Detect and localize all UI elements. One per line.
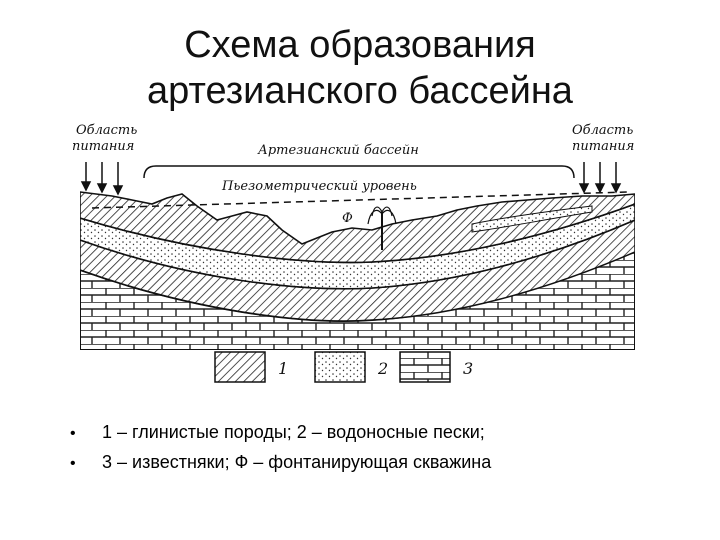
title-line-1: Схема образования <box>184 24 536 66</box>
upper-clay-layer <box>80 191 635 264</box>
recharge-arrows-left <box>80 162 124 196</box>
bullet-icon: • <box>70 425 76 442</box>
sand-lens <box>471 205 593 233</box>
basin-brace <box>143 165 575 179</box>
piezometric-level-line <box>91 191 628 209</box>
recharge-left-label-1: Область <box>76 123 137 138</box>
bullet-text-1: 1 – глинистые породы; 2 – водоносные пес… <box>102 422 485 442</box>
bullet-item: • 3 – известняки; Ф – фонтанирующая сква… <box>70 448 690 478</box>
bullet-item: • 1 – глинистые породы; 2 – водоносные п… <box>70 418 690 448</box>
legend-explanation: • 1 – глинистые породы; 2 – водоносные п… <box>70 418 690 478</box>
strata <box>80 191 635 350</box>
fountain-well <box>367 206 397 250</box>
recharge-right-label-1: Область <box>572 123 633 138</box>
legend: 1 2 3 <box>214 351 473 383</box>
title-line-2: артезианского бассейна <box>147 70 573 112</box>
basin-label: Артезианский бассейн <box>257 143 419 158</box>
legend-number-1: 1 <box>278 359 288 378</box>
legend-swatch-sand <box>314 351 366 383</box>
recharge-right-label-2: питания <box>572 139 634 154</box>
well-label: Ф <box>342 211 353 226</box>
bullet-text-2: 3 – известняки; Ф – фонтанирующая скважи… <box>102 452 492 472</box>
legend-number-3: 3 <box>463 359 473 378</box>
bullet-icon: • <box>70 455 76 472</box>
recharge-arrows-right <box>578 162 622 194</box>
legend-swatch-limestone <box>399 351 451 383</box>
slide-title: Схема образования артезианского бассейна <box>0 22 720 114</box>
legend-swatch-clay <box>214 351 266 383</box>
recharge-left-label-2: питания <box>72 139 134 154</box>
artesian-basin-diagram: Область питания Область питания Артезиан… <box>72 123 635 383</box>
piezometric-label: Пьезометрический уровень <box>221 179 417 194</box>
legend-number-2: 2 <box>377 359 388 378</box>
